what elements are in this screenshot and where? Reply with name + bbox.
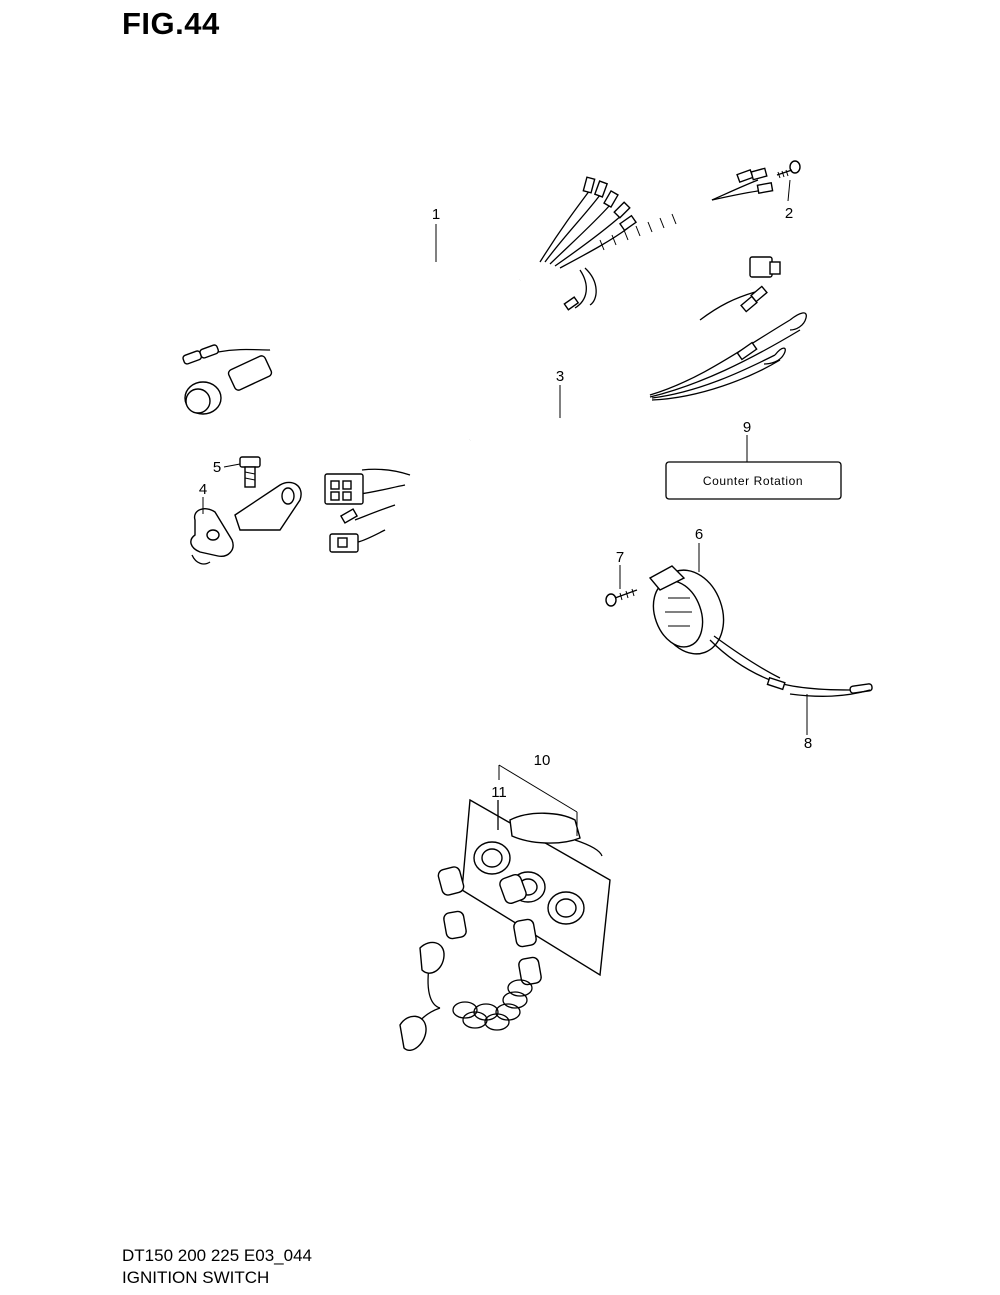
sensor-part-6[interactable]: [645, 561, 873, 694]
screw-part-7[interactable]: [605, 588, 638, 607]
diagram-code: DT150 200 225 E03_044: [122, 1246, 312, 1265]
bolt-part-5[interactable]: [239, 456, 261, 488]
callout-8: 8: [804, 735, 812, 752]
ignition-switch-panel-part-10[interactable]: [399, 798, 611, 1051]
decal-part-9[interactable]: Counter Rotation: [665, 461, 842, 500]
callout-7: 7: [616, 549, 624, 566]
leader-lines: [202, 179, 808, 836]
clip-part-4[interactable]: [190, 508, 234, 565]
callout-5: 5: [213, 459, 221, 476]
main-harness-part[interactable]: [182, 167, 774, 415]
callout-6: 6: [695, 526, 703, 543]
lead-wire-part-8[interactable]: [789, 689, 871, 697]
second-harness-part[interactable]: [324, 256, 807, 553]
callout-11: 11: [491, 784, 507, 801]
callout-4: 4: [199, 481, 207, 498]
callout-9: 9: [743, 419, 751, 436]
callout-2: 2: [785, 205, 793, 222]
bracket-part[interactable]: [234, 481, 302, 531]
callout-10: 10: [534, 752, 551, 769]
screw-part-2[interactable]: [776, 160, 801, 179]
callout-3: 3: [556, 368, 564, 385]
diagram-name: IGNITION SWITCH: [122, 1268, 270, 1287]
callout-1: 1: [432, 206, 440, 223]
decal-text: Counter Rotation: [703, 474, 803, 488]
figure-title: FIG.44: [122, 6, 220, 41]
